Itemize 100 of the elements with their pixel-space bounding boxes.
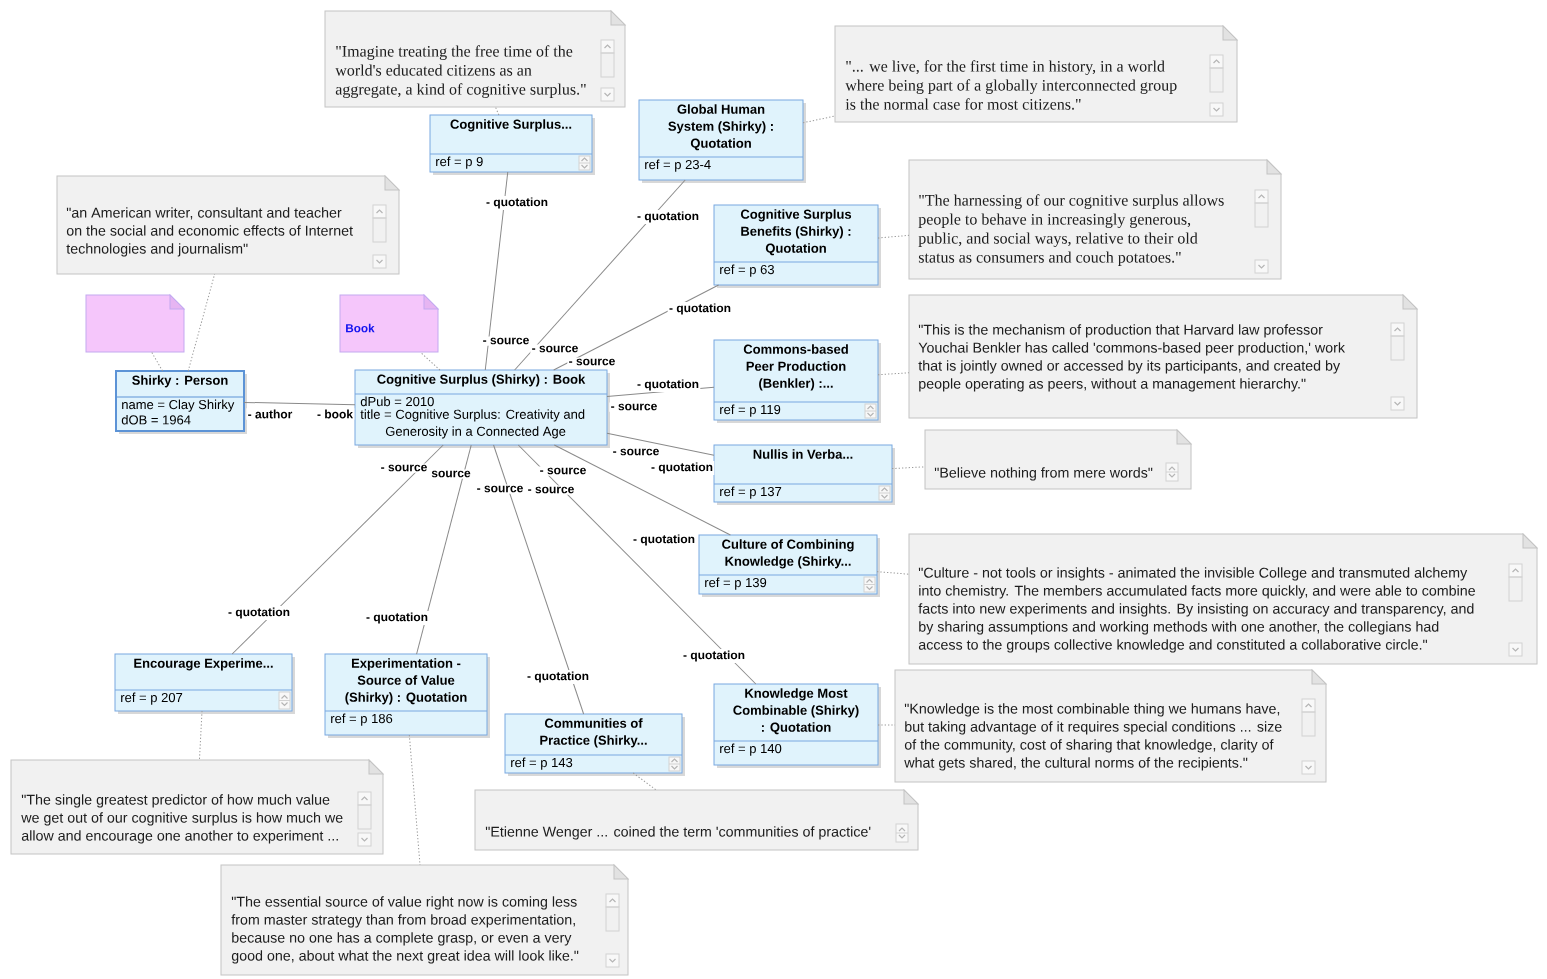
dotted-line — [891, 466, 926, 470]
connector-line — [517, 444, 757, 685]
role-label: - source — [481, 336, 531, 346]
role-label: - source — [567, 357, 617, 367]
role-label: - source — [538, 466, 588, 476]
role-label: - source — [526, 485, 576, 495]
connector-line — [243, 401, 356, 406]
quote-text: "an American writer, consultant and teacher on the social and economic effects of Internet technologies and journalism" — [66, 207, 353, 257]
role-label: - book — [315, 408, 355, 420]
object-box — [713, 204, 881, 288]
object-title: Knowledge Most Combinable (Shirky) : Quotation — [733, 688, 859, 735]
object-box — [504, 713, 685, 776]
dotted-line — [877, 234, 910, 239]
object-title: Cognitive Surplus Benefits (Shirky) : Quotation — [740, 209, 852, 256]
attribute-text: ref = p 143 — [511, 757, 573, 770]
note — [894, 669, 1327, 783]
quote-text: "This is the mechanism of production that Harvard law professor Youchai Benkler has called 'commons-based peer production,' work that is jointly owned or accessed by its participants, and created by people operating as peers, without a management hierarchy." — [918, 324, 1346, 392]
object-title: Cognitive Surplus... — [450, 119, 572, 132]
object-box — [324, 653, 490, 738]
quote-text: "Believe nothing from mere words" — [934, 467, 1153, 481]
attribute-text: dOB = 1964 — [121, 414, 191, 425]
role-label: - quotation — [649, 461, 715, 475]
object-title: Experimentation - Source of Value (Shirky) : Quotation — [345, 658, 467, 705]
quote-text: "The essential source of value right now is coming less from master strategy than from broad experimentation, because no one has a complete grasp, or even a very good one, about what the next great idea will look like." — [231, 896, 579, 964]
object-title: Communities of Practice (Shirky... — [540, 718, 647, 748]
object-box — [713, 444, 895, 505]
object-title: Global Human System (Shirky) : Quotation — [668, 104, 773, 151]
role-label: - source — [611, 447, 661, 457]
object-box — [114, 653, 295, 714]
dotted-line — [419, 351, 441, 371]
object-title: Encourage Experime... — [134, 658, 273, 671]
object-title: Nullis in Verba... — [753, 449, 853, 459]
role-label: - quotation — [667, 302, 733, 316]
dotted-line — [632, 772, 657, 791]
quote-text: "Knowledge is the most combinable thing we humans have, but taking advantage of it requires special conditions ... size of the community, cost of sharing that knowledge, clarity of what gets shared, the cultural norms of the recipients." — [904, 703, 1282, 771]
note — [220, 864, 629, 976]
object-box — [713, 339, 881, 423]
role-label: - quotation — [226, 606, 292, 620]
note — [324, 10, 626, 108]
attribute-text: ref = p 23-4 — [645, 159, 711, 172]
attribute-text: ref = p 140 — [720, 743, 782, 756]
role-label: - quotation — [635, 378, 701, 392]
object-box — [115, 370, 247, 434]
object-title: Culture of Combining Knowledge (Shirky... — [722, 539, 854, 569]
dotted-line — [802, 115, 836, 124]
quote-text: "... we live, for the first time in history, in a world where being part of a globally interconnected group is the normal case for most citizens." — [845, 60, 1177, 110]
dotted-line — [877, 724, 896, 726]
connector-line — [606, 432, 715, 456]
role-label: - quotation — [681, 649, 747, 663]
dotted-line — [408, 734, 421, 866]
attribute-text: ref = p 207 — [121, 692, 183, 705]
note — [85, 294, 185, 353]
attribute-text: ref = p 119 — [720, 404, 781, 417]
object-title: Shirky : Person — [132, 375, 228, 388]
object-title: Cognitive Surplus (Shirky) : Book — [377, 374, 586, 387]
connector-line — [416, 444, 472, 655]
attribute-text: name = Clay Shirky — [122, 399, 235, 412]
connector-line — [553, 444, 731, 536]
role-label: - source — [530, 344, 580, 354]
object-title: Commons-based Peer Production (Benkler) :... — [743, 344, 848, 391]
role-label: source — [430, 469, 472, 479]
note — [924, 429, 1192, 490]
note — [339, 294, 439, 353]
role-label: - author — [246, 408, 294, 420]
role-label: - source — [379, 463, 429, 473]
attribute-text: ref = p 9 — [436, 156, 483, 169]
role-label: - quotation — [635, 210, 701, 224]
connector-line — [231, 444, 444, 655]
connector-line — [484, 171, 509, 371]
quote-text: "Culture - not tools or insights - animated the invisible College and transmuted alchemy into chemistry. The members accumulated facts more quickly, and were able to combine facts into new experiments and insights. By insisting on accuracy and transparency, and by sharing assumptions and working methods with one another, the collegians had access to the groups collective knowledge and constituted a collaborative circle." — [918, 567, 1475, 653]
role-label: - source — [609, 402, 659, 412]
attribute-text: dPub = 2010 — [360, 396, 434, 407]
quote-text: "Etienne Wenger ... coined the term 'communities of practice' — [485, 826, 871, 840]
object-box — [429, 114, 595, 175]
note — [10, 759, 384, 855]
connector-line — [514, 179, 686, 371]
object-box — [698, 534, 880, 597]
attribute-text: ref = p 139 — [705, 577, 767, 590]
note — [56, 175, 400, 275]
object-box — [354, 369, 610, 448]
connector-line — [493, 444, 585, 715]
note — [474, 789, 919, 851]
dotted-line — [198, 710, 203, 761]
role-label: - quotation — [631, 533, 697, 547]
dotted-line — [494, 106, 500, 116]
quote-text: "Imagine treating the free time of the world's educated citizens as an aggregate, a kind of cognitive surplus." — [335, 45, 586, 98]
dotted-line — [187, 273, 216, 372]
note — [908, 294, 1418, 419]
role-label: - quotation — [484, 196, 550, 210]
attribute-text: ref = p 63 — [720, 264, 774, 277]
role-label: - source — [475, 484, 525, 494]
dotted-line — [876, 571, 910, 575]
note — [834, 25, 1238, 123]
attribute-text: ref = p 186 — [331, 713, 393, 726]
quote-text: "The harnessing of our cognitive surplus allows people to behave in increasingly generous, public, and social ways, relative to their old status as consumers and couch potatoes." — [918, 194, 1224, 266]
note — [908, 533, 1538, 665]
object-box — [638, 99, 806, 183]
role-label: - quotation — [364, 611, 430, 625]
dotted-line — [877, 372, 910, 376]
dotted-line — [151, 351, 164, 372]
